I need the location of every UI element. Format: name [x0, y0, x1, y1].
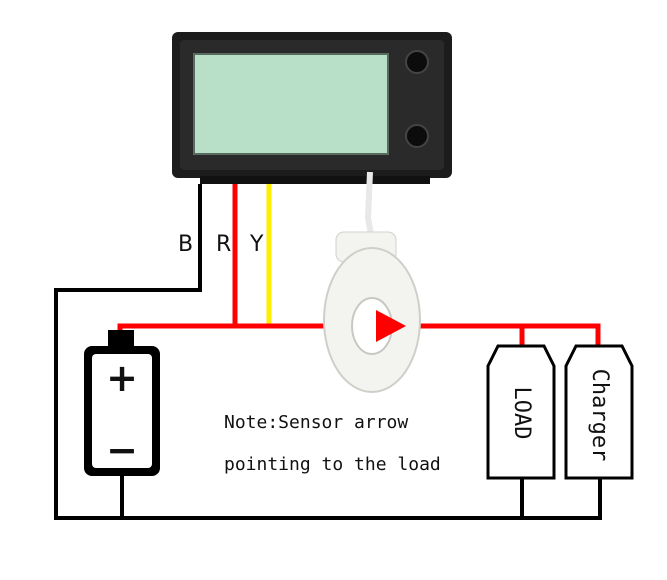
load-box	[486, 344, 556, 480]
battery-terminal	[108, 330, 134, 346]
charger-box	[564, 344, 634, 480]
bottom-button[interactable]	[405, 124, 429, 148]
top-button[interactable]	[405, 50, 429, 74]
charger-label: Charger	[587, 368, 612, 462]
battery-inner	[92, 354, 152, 468]
battery-positive-symbol: +	[106, 356, 138, 400]
sensor-direction-arrow	[376, 310, 406, 342]
load-label: LOAD	[509, 386, 534, 440]
battery	[84, 330, 160, 476]
black-wire-label: B	[178, 232, 194, 257]
black-wire	[54, 184, 602, 520]
meter-back-plate	[200, 176, 430, 184]
note-line-1: Note:Sensor arrow	[224, 412, 409, 433]
battery-negative-symbol: −	[106, 428, 138, 472]
sensor-cable	[364, 171, 375, 241]
yellow-wire-label: Y	[250, 232, 264, 257]
note-line-2: pointing to the load	[224, 454, 441, 475]
red-wire-label: R	[216, 232, 232, 257]
lcd-screen	[193, 53, 389, 155]
current-sensor	[323, 231, 421, 393]
panel-meter	[172, 32, 452, 184]
